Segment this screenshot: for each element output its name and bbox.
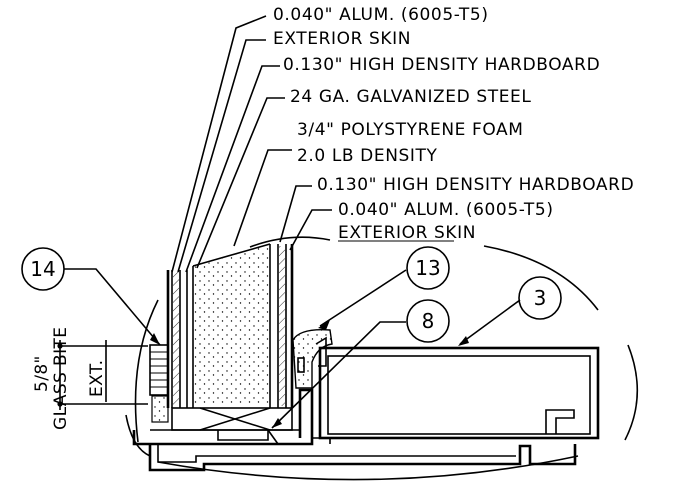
- callout-alum-top-line2: EXTERIOR SKIN: [273, 29, 411, 49]
- bubble-13: 13: [406, 246, 450, 290]
- callout-alum-bottom-line2: EXTERIOR SKIN: [338, 223, 476, 243]
- hardboard-right: [279, 246, 285, 406]
- polystyrene-foam-core: [194, 245, 269, 406]
- svg-text:8: 8: [422, 309, 435, 333]
- callout-foam-line1: 3/4" POLYSTYRENE FOAM: [297, 120, 524, 140]
- dimension-value: 5/8": [32, 355, 52, 392]
- frame-extrusion: [132, 346, 600, 472]
- bubble-8: 8: [406, 299, 450, 343]
- callout-alum-bottom-line1: 0.040" ALUM. (6005-T5): [338, 200, 554, 220]
- callout-hardboard-bottom: 0.130" HIGH DENSITY HARDBOARD: [317, 175, 634, 195]
- glazing-wedge: [292, 329, 333, 389]
- glazing-tape: [149, 344, 169, 423]
- bubble-14: 14: [21, 247, 65, 291]
- exterior-label: EXT.: [87, 360, 107, 397]
- bubble-3: 3: [518, 276, 562, 320]
- svg-text:13: 13: [415, 256, 440, 280]
- callout-foam-line2: 2.0 LB DENSITY: [297, 146, 438, 166]
- leader-lines: [171, 15, 332, 273]
- dimension-label: GLASS BITE: [51, 327, 71, 430]
- callout-alum-top-line1: 0.040" ALUM. (6005-T5): [273, 5, 489, 25]
- svg-text:14: 14: [30, 257, 55, 281]
- hardboard-left: [173, 272, 179, 406]
- bubble-leaders: [64, 268, 521, 429]
- callout-galvanized-steel: 24 GA. GALVANIZED STEEL: [290, 87, 531, 107]
- dimension-glass-bite: 5/8" GLASS BITE EXT.: [32, 327, 148, 430]
- svg-text:3: 3: [534, 286, 547, 310]
- callout-hardboard-top: 0.130" HIGH DENSITY HARDBOARD: [283, 55, 600, 75]
